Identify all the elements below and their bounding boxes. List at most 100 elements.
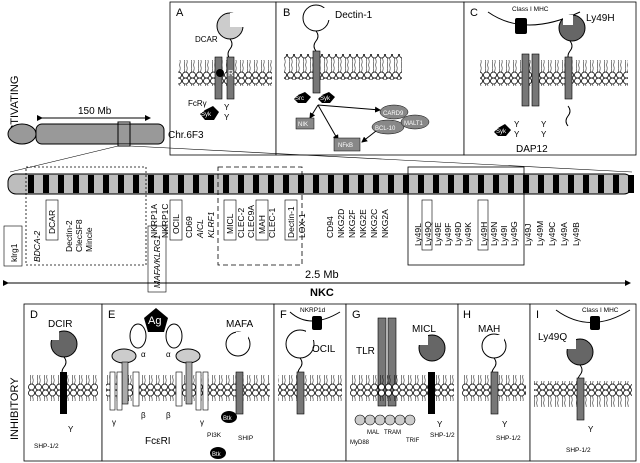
nkc-band	[283, 175, 289, 193]
phosphatase-label: SHP-1/2	[566, 447, 591, 454]
nkc-band	[313, 175, 319, 193]
nkc-band	[433, 175, 439, 193]
gene-label: KLRF1	[206, 211, 216, 238]
signal-nfkb: NFκB	[338, 143, 353, 149]
chain-beta-1: β	[141, 411, 146, 420]
gene-label: Ly49C	[547, 222, 557, 246]
ligand-label: NKRP1d	[300, 307, 326, 314]
kinase-label: Syk	[496, 129, 507, 135]
chain-gamma-1: γ	[112, 418, 116, 427]
nkc-band	[253, 175, 259, 193]
nkc-band	[328, 175, 334, 193]
nkc-band	[43, 175, 49, 193]
nkc-band	[553, 175, 559, 193]
ligand-label: Ag	[148, 315, 161, 327]
nkc-band	[493, 175, 499, 193]
nkc-band	[88, 175, 94, 193]
receptor2-label: MAFA	[226, 319, 254, 330]
panel-b: B Dectin-1 Src Syk NIK CARD9 BCL-10 MALT…	[275, 1, 465, 156]
adaptor-mal: MAL	[367, 430, 380, 436]
panel-h: H MAH Y SHP-1/2	[457, 303, 531, 462]
gene-label: Ly49L	[413, 223, 423, 246]
panel-d: D DCIR Y SHP-1/2	[23, 303, 103, 462]
receptor-label: Ly49H	[586, 13, 615, 24]
panel-letter: A	[176, 7, 184, 19]
gene-label: MAFA/KLRG1	[152, 235, 162, 288]
gene-label: CD69	[184, 216, 194, 238]
panel-f: F NKRP1d OCIL	[273, 303, 347, 462]
nkc-band	[223, 175, 229, 193]
chromosome-location: Chr.6F3	[168, 130, 204, 141]
gene-label: NKG2E	[358, 209, 368, 238]
receptor-label: MICL	[412, 324, 436, 335]
adaptor-myd88: MyD88	[350, 440, 370, 446]
nkc-label: NKC	[310, 287, 334, 299]
gene-label: Mincle	[84, 227, 94, 252]
nkc-band	[448, 175, 454, 193]
gene-label: Ly49K	[463, 222, 473, 246]
nkc-band	[463, 175, 469, 193]
gene-label: Ly49M	[535, 221, 545, 246]
gene-label: NKRP1C	[160, 204, 170, 238]
gene-label: CLEC-1	[267, 207, 277, 238]
receptor-label: Ly49Q	[538, 332, 567, 343]
svg-text:Y: Y	[514, 130, 520, 139]
gene-label: CLEC-2	[236, 207, 246, 238]
gene-label: BDCA-2	[32, 231, 42, 262]
nkc-band	[343, 175, 349, 193]
gene-label: DCAR	[47, 210, 57, 234]
adaptor-label: FcRγ	[188, 99, 207, 108]
nkc-band	[28, 175, 34, 193]
panel-e: E Ag α α MAFA β β γ γ FcεRI PI3K Btk SHI…	[101, 303, 275, 462]
gene-label: ClecSF8	[74, 219, 84, 252]
phosphatase-label: SHP-1/2	[34, 443, 59, 450]
chain-alpha-2: α	[166, 350, 171, 359]
nkc-band	[73, 175, 79, 193]
nkc-band	[358, 175, 364, 193]
panel-letter: E	[108, 309, 115, 321]
svg-text:Y: Y	[224, 103, 230, 112]
nkc-band	[163, 175, 169, 193]
chain-beta-2: β	[166, 411, 171, 420]
receptor-label: DCIR	[48, 319, 72, 330]
panel-g: G MICL TLR MyD88 MAL TRAM TRIF Y SHP-1/2	[345, 303, 459, 462]
ligand-label: Class I MHC	[582, 307, 619, 314]
kinase-src: Src	[295, 96, 304, 102]
nkc-band	[58, 175, 64, 193]
chain-gamma-2: γ	[200, 418, 204, 427]
nkc-band	[538, 175, 544, 193]
receptor-label: FcεRI	[145, 436, 171, 447]
panel-letter: B	[283, 7, 290, 19]
kinase-btk-2: Btk	[212, 452, 222, 458]
gene-label: MAH	[257, 215, 267, 234]
gene-label: klrg1	[9, 243, 19, 262]
panel-letter: F	[280, 309, 287, 321]
nkc-band	[523, 175, 529, 193]
gene-label: NKG2A	[380, 209, 390, 238]
nkc-band	[598, 175, 604, 193]
gene-label: NKG2C	[369, 209, 379, 238]
nkc-band	[508, 175, 514, 193]
nkc-band	[628, 175, 634, 193]
ligand-label: Class I MHC	[512, 6, 549, 13]
nkc-band	[418, 175, 424, 193]
panel-letter: D	[30, 309, 38, 321]
svg-text:Y: Y	[437, 420, 443, 429]
nkc-band	[613, 175, 619, 193]
nkc-band	[478, 175, 484, 193]
kinase-label: Syk	[201, 112, 212, 118]
nkc-band	[208, 175, 214, 193]
receptor-label: Dectin-1	[335, 10, 373, 21]
panel-letter: G	[352, 309, 361, 321]
gene-label: Ly49Q	[423, 221, 433, 246]
gene-label: Ly49G	[509, 221, 519, 246]
gene-label: CLEC9A	[246, 205, 256, 238]
svg-text:Y: Y	[68, 425, 74, 434]
nkc-scale: 2.5 Mb NKC	[3, 269, 631, 299]
gene-label: Ly49J	[523, 224, 533, 246]
gene-label: CD94	[325, 216, 335, 238]
signal-card9: CARD9	[383, 111, 404, 117]
nkc-band	[193, 175, 199, 193]
gene-label: OCIL	[171, 214, 181, 234]
phosphatase-label: SHP-1/2	[496, 435, 521, 442]
